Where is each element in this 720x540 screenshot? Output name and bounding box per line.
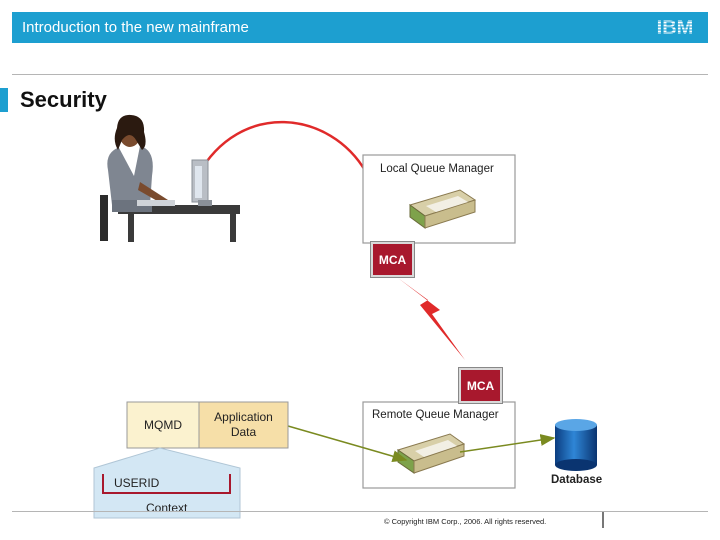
header-bar: Introduction to the new mainframe IBM (12, 12, 708, 43)
mca-bottom: MCA (459, 368, 502, 403)
context-panel (93, 447, 241, 519)
userid-bracket (102, 474, 231, 494)
section-marker (0, 88, 8, 112)
footer-separator (602, 512, 604, 528)
application-data-line2: Data (230, 425, 257, 439)
database-icon (555, 419, 597, 471)
header-divider (12, 74, 708, 75)
ibm-logo: IBM (652, 17, 698, 38)
application-data-label: Application Data (199, 410, 288, 440)
userid-label: USERID (114, 476, 160, 490)
local-queue-manager-label: Local Queue Manager (380, 163, 494, 175)
application-data-cell (198, 401, 289, 449)
mca-top: MCA (371, 242, 414, 277)
lightning-bolt (398, 278, 465, 360)
application-data-line1: Application (214, 410, 273, 424)
person-at-computer-illustration (100, 114, 240, 242)
link-curve (196, 120, 368, 176)
section-title: Security (20, 87, 107, 112)
database-label: Database (551, 474, 603, 486)
remote-queue-icon (396, 433, 466, 474)
mqmd-cell (126, 401, 200, 449)
copyright-text: © Copyright IBM Corp., 2006. All rights … (384, 517, 547, 526)
remote-queue-manager-label: Remote Queue Manager (372, 409, 499, 421)
footer-divider (12, 511, 708, 512)
message-to-queue-arrow (287, 425, 408, 463)
context-label: Context (146, 501, 188, 515)
mqmd-label: MQMD (144, 418, 182, 432)
local-queue-icon (408, 189, 477, 229)
presentation-title: Introduction to the new mainframe (22, 19, 249, 36)
queue-to-database-arrow (459, 434, 556, 453)
